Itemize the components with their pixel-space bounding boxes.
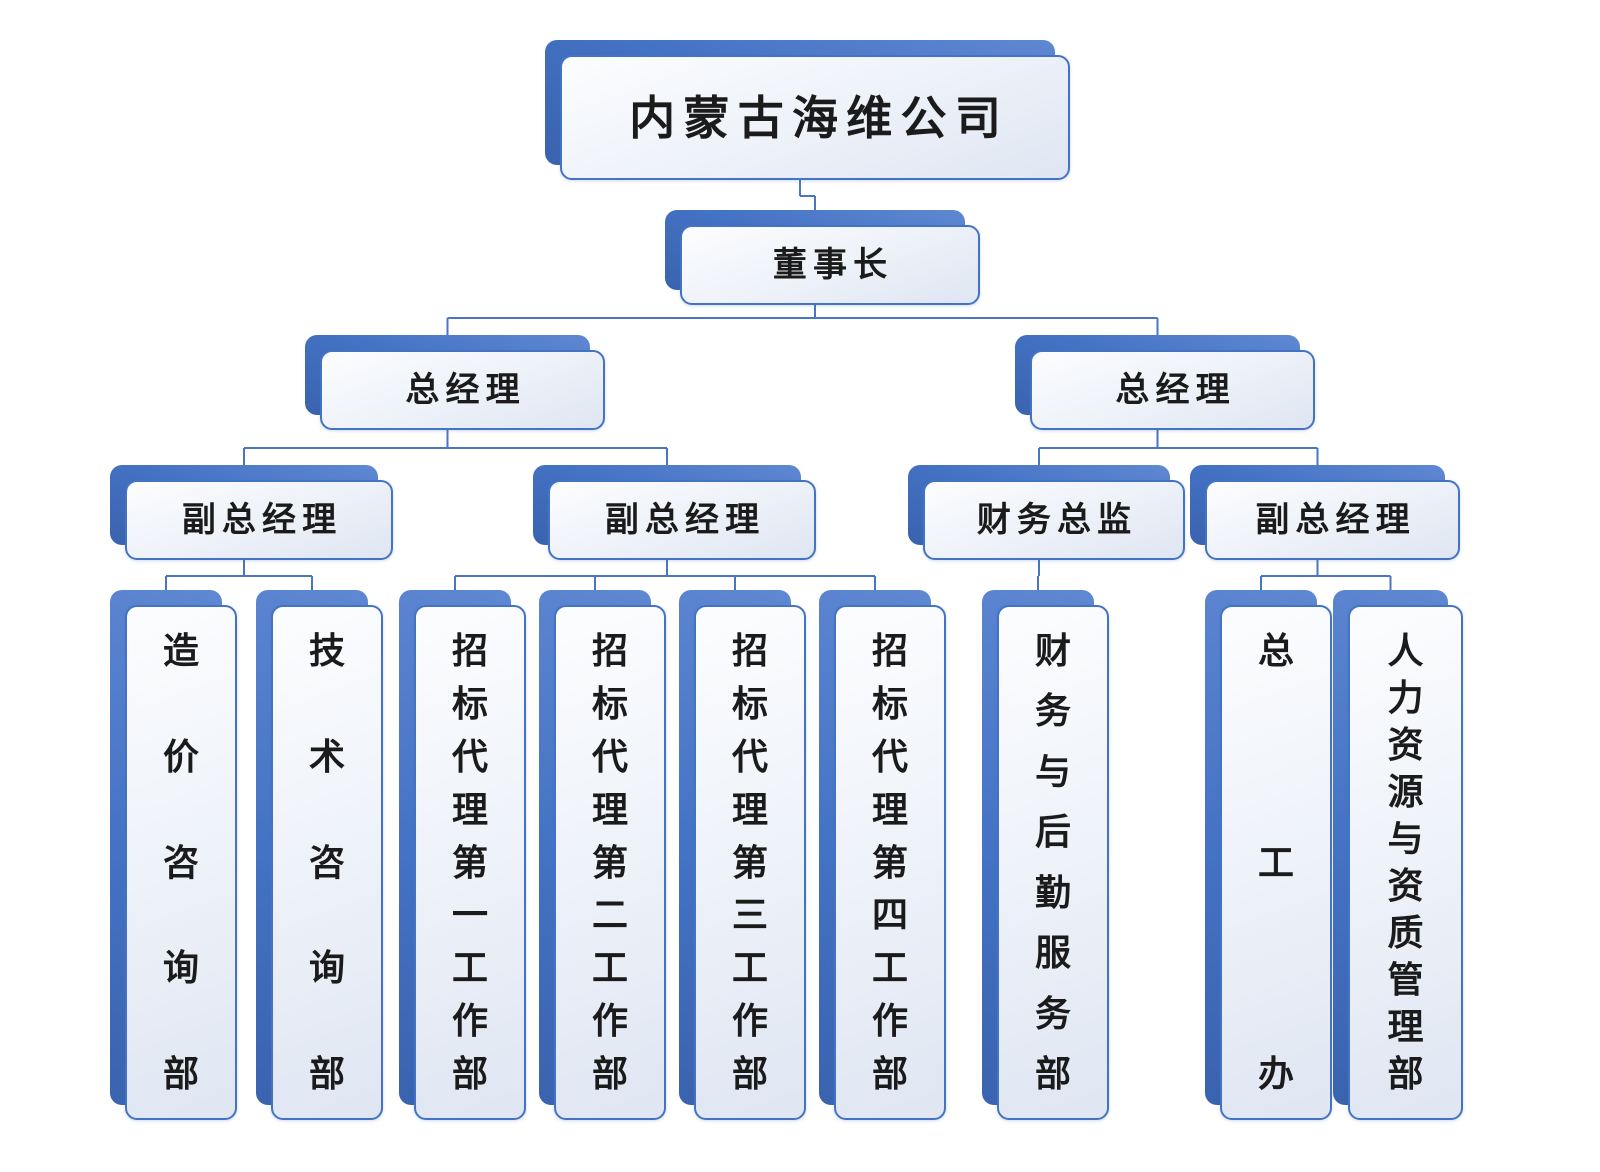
org-node-vp3: 副总经理 <box>1190 465 1460 560</box>
node-label: 董事长 <box>772 246 894 284</box>
org-node-dept_bid2: 招标代理第二工作部 <box>539 590 666 1120</box>
connector-path <box>165 180 1392 592</box>
node-face: 董事长 <box>680 225 980 305</box>
org-node-dept_bid3: 招标代理第三工作部 <box>679 590 806 1120</box>
node-label: 人力资源与资质管理部 <box>1387 630 1424 1094</box>
node-label: 技术咨询部 <box>308 630 345 1094</box>
org-node-dept_chief_office: 总工办 <box>1205 590 1332 1120</box>
org-node-dept_tech: 技术咨询部 <box>256 590 383 1120</box>
org-node-root: 内蒙古海维公司 <box>545 40 1070 180</box>
node-label: 招标代理第四工作部 <box>871 630 908 1094</box>
node-face: 总经理 <box>320 350 605 430</box>
node-face: 内蒙古海维公司 <box>560 55 1070 180</box>
node-face: 总工办 <box>1220 605 1332 1120</box>
node-face: 人力资源与资质管理部 <box>1348 605 1463 1120</box>
org-node-dept_finance: 财务与后勤服务部 <box>982 590 1109 1120</box>
node-face: 财务总监 <box>923 480 1185 560</box>
org-node-vp1: 副总经理 <box>110 465 393 560</box>
node-label: 副总经理 <box>181 501 343 539</box>
org-node-dept_bid4: 招标代理第四工作部 <box>819 590 946 1120</box>
org-node-cfo: 财务总监 <box>908 465 1185 560</box>
node-label: 总工办 <box>1257 630 1294 1094</box>
node-face: 招标代理第四工作部 <box>834 605 946 1120</box>
org-node-chairman: 董事长 <box>665 210 980 305</box>
node-label: 总经理 <box>1115 371 1236 409</box>
node-label: 副总经理 <box>604 501 766 539</box>
node-label: 副总经理 <box>1255 501 1416 539</box>
org-node-gm_right: 总经理 <box>1015 335 1315 430</box>
node-label: 造价咨询部 <box>162 630 199 1094</box>
org-node-dept_hr: 人力资源与资质管理部 <box>1333 590 1463 1120</box>
node-face: 副总经理 <box>1205 480 1460 560</box>
node-face: 副总经理 <box>125 480 393 560</box>
node-face: 造价咨询部 <box>125 605 237 1120</box>
node-face: 招标代理第二工作部 <box>554 605 666 1120</box>
node-label: 招标代理第二工作部 <box>591 630 628 1094</box>
node-label: 招标代理第三工作部 <box>731 630 768 1094</box>
org-node-vp2: 副总经理 <box>533 465 816 560</box>
node-face: 招标代理第一工作部 <box>414 605 526 1120</box>
node-face: 财务与后勤服务部 <box>997 605 1109 1120</box>
node-face: 技术咨询部 <box>271 605 383 1120</box>
node-label: 财务与后勤服务部 <box>1034 630 1071 1094</box>
node-face: 招标代理第三工作部 <box>694 605 806 1120</box>
org-node-gm_left: 总经理 <box>305 335 605 430</box>
node-face: 副总经理 <box>548 480 816 560</box>
node-label: 招标代理第一工作部 <box>451 630 488 1094</box>
node-label: 财务总监 <box>976 501 1138 539</box>
org-node-dept_cost: 造价咨询部 <box>110 590 237 1120</box>
org-node-dept_bid1: 招标代理第一工作部 <box>399 590 526 1120</box>
node-label: 总经理 <box>405 371 526 409</box>
node-face: 总经理 <box>1030 350 1315 430</box>
node-label: 内蒙古海维公司 <box>629 91 1010 144</box>
